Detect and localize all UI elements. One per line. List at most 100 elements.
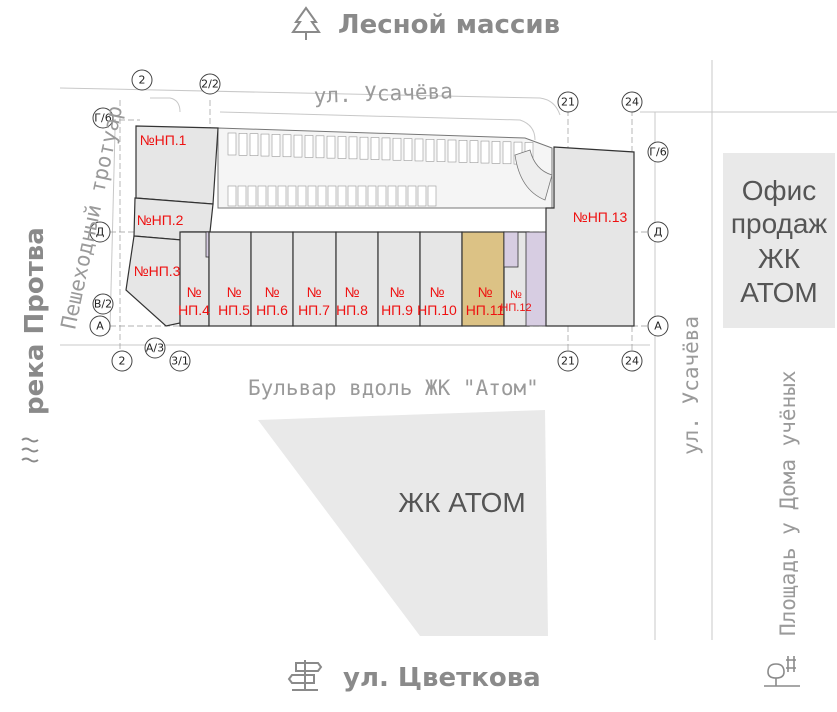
unit-label: №	[344, 284, 359, 300]
parking-slot	[257, 185, 267, 207]
forest-icon	[291, 6, 321, 40]
svg-text:В/2: В/2	[94, 298, 112, 311]
unit-np13[interactable]	[545, 146, 635, 327]
svg-text:Г/6: Г/6	[649, 146, 666, 159]
svg-text:Д: Д	[654, 226, 663, 239]
unit-labels: №НП.1 №НП.2 №НП.3 №НП.4№НП.5№НП.6№НП.7№Н…	[134, 132, 628, 318]
unit-label: №	[186, 284, 201, 300]
parking-slot	[227, 185, 237, 207]
parking-slot	[337, 185, 347, 207]
axis-v2: В/2	[92, 293, 114, 315]
axis-a-left: А	[89, 315, 111, 337]
svg-text:2/2: 2/2	[201, 78, 219, 91]
svg-text:А/3: А/3	[146, 342, 164, 355]
svg-text:А: А	[654, 320, 662, 333]
street-bottom-label: ул. Цветкова	[343, 663, 541, 693]
unit-np10[interactable]	[419, 231, 463, 327]
parking-slot	[392, 137, 402, 161]
unit-label: НП.10	[417, 302, 457, 318]
parking-slot	[304, 135, 314, 158]
parking-slot	[458, 140, 468, 163]
svg-text:2: 2	[119, 355, 126, 368]
office-label: продаж	[731, 208, 828, 239]
svg-text:24: 24	[625, 355, 639, 368]
sales-office[interactable]: Офис продаж ЖК АТОМ	[723, 153, 835, 328]
parking-slot	[427, 185, 437, 207]
parking-slot	[417, 185, 427, 207]
axis-g6-left: Г/6	[92, 107, 114, 129]
parking-slot	[480, 140, 490, 164]
parking-slot	[403, 138, 413, 161]
parking-slot	[282, 134, 292, 158]
axis-a3: А/3	[144, 337, 166, 359]
parking-slot	[297, 185, 307, 207]
axis-d-left: Д	[89, 221, 111, 243]
river-icon	[21, 437, 39, 463]
unit-label: №НП.3	[134, 263, 181, 279]
axis-21-bottom: 21	[557, 350, 579, 372]
parking-slot	[260, 133, 270, 157]
units	[125, 125, 635, 327]
office-label: Офис	[742, 175, 816, 206]
unit-label: №	[389, 284, 404, 300]
svg-text:Г/6: Г/6	[94, 112, 111, 125]
office-label: ЖК	[758, 243, 801, 274]
stairs	[503, 231, 519, 268]
svg-text:Д: Д	[96, 226, 105, 239]
parking-slot	[238, 133, 248, 156]
parking-slot	[271, 134, 281, 157]
unit-label: №	[306, 284, 321, 300]
boulevard-label: Бульвар вдоль ЖК "Атом"	[248, 376, 539, 400]
square-label: Площадь у Дома учёных	[776, 370, 800, 636]
axis-22: 2/2	[199, 73, 221, 95]
complex-label: ЖК АТОМ	[398, 487, 525, 518]
unit-label: НП.12	[500, 302, 531, 314]
unit-label: №	[477, 284, 492, 300]
unit-np8[interactable]	[335, 231, 379, 327]
parking-slot	[267, 185, 277, 207]
unit-np6[interactable]	[250, 231, 294, 327]
axis-24-bottom: 24	[621, 350, 643, 372]
svg-text:24: 24	[625, 96, 639, 109]
street-top-label: ул. Усачёва	[313, 79, 453, 108]
unit-label: №НП.2	[137, 212, 184, 228]
parking-slot	[357, 185, 367, 207]
parking-slot	[414, 138, 424, 162]
axis-24-top: 24	[621, 91, 643, 113]
signpost-icon	[287, 660, 323, 691]
sidewalk-label: Пешеходный тротуар	[56, 103, 127, 331]
axis-31: 3/1	[169, 350, 191, 372]
svg-text:21: 21	[561, 355, 575, 368]
unit-label: НП.4	[178, 302, 210, 318]
axis-21-top: 21	[557, 91, 579, 113]
svg-text:3/1: 3/1	[171, 355, 189, 368]
parking-slot	[367, 185, 377, 207]
park-icon	[764, 656, 800, 687]
parking-slot	[327, 185, 337, 207]
complex-building	[258, 410, 548, 636]
svg-text:21: 21	[561, 96, 575, 109]
axis-2-top: 2	[131, 69, 153, 91]
office-label: АТОМ	[740, 277, 817, 308]
parking-slot	[502, 141, 512, 165]
parking-slot	[447, 139, 457, 163]
unit-label: НП.11	[466, 302, 505, 318]
parking-slot	[491, 141, 501, 164]
parking-slot	[287, 185, 297, 207]
unit-label: НП.7	[298, 302, 330, 318]
parking-slot	[387, 185, 397, 207]
axis-2-bottom: 2	[111, 350, 133, 372]
svg-text:А: А	[96, 320, 104, 333]
parking-area	[217, 127, 553, 209]
unit-np3[interactable]	[125, 235, 183, 327]
parking-slot	[307, 185, 317, 207]
parking-slot	[247, 185, 257, 207]
street-right-label: ул. Усачёва	[679, 316, 703, 455]
parking-slot	[293, 134, 303, 158]
unit-label: №НП.13	[573, 209, 628, 225]
parking-slot	[337, 136, 347, 159]
axis-d-right: Д	[647, 221, 669, 243]
parking-slot	[381, 137, 391, 161]
parking-slot	[315, 135, 325, 159]
